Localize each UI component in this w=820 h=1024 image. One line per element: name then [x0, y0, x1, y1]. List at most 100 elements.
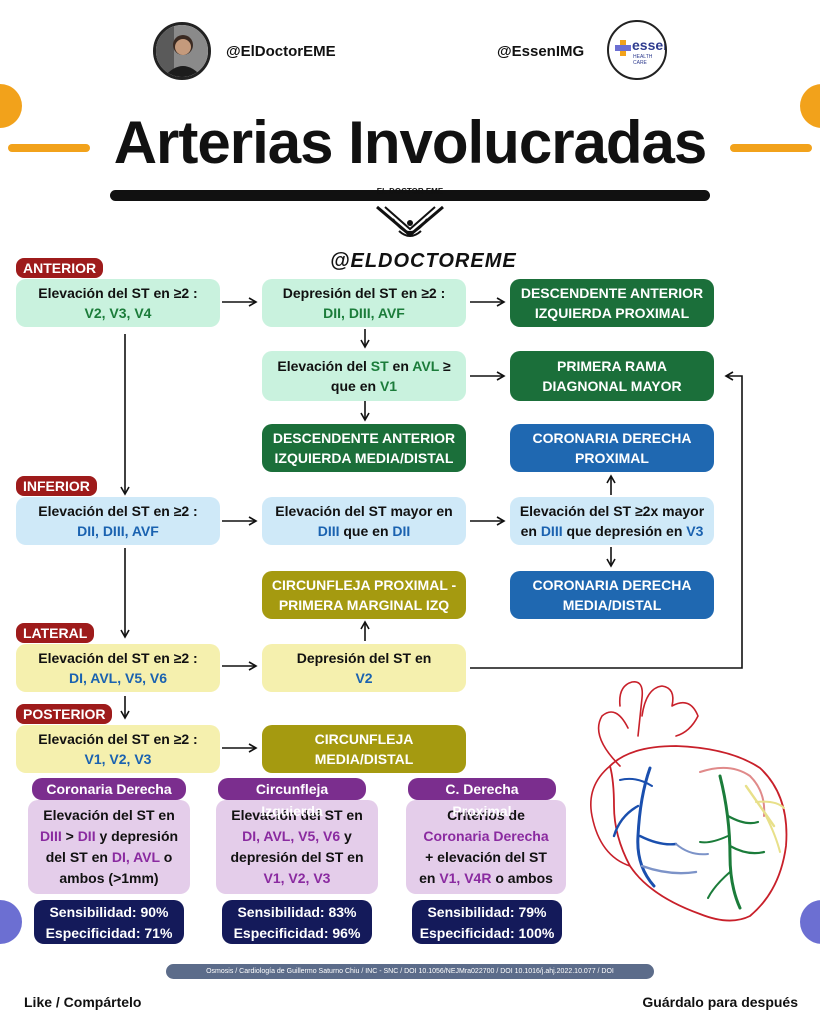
sensitivity: Sensibilidad: 83% — [237, 904, 357, 920]
box-line: Elevación del ST en ≥2 : — [38, 285, 198, 301]
tag-inferior: INFERIOR — [16, 476, 97, 496]
lead-list: V2, V3, V4 — [84, 305, 152, 321]
text: o — [159, 849, 173, 865]
criteria-card-circunfleja: Elevación del ST en DI, AVL, V5, V6 y de… — [216, 800, 378, 894]
lead-list: V1, V2, V3 — [84, 751, 152, 767]
essen-logo-text: essen — [632, 37, 665, 53]
text: o ambos — [491, 870, 553, 886]
inferior-criteria-box: Elevación del ST en ≥2 : DII, DIII, AVF — [16, 497, 220, 545]
box-line: CORONARIA DERECHA — [532, 430, 692, 446]
inferior-v3-box: Elevación del ST ≥2x mayor en DIII que d… — [510, 497, 714, 545]
box-line: Depresión del ST en ≥2 : — [282, 285, 446, 301]
box-line: PROXIMAL — [575, 450, 649, 466]
tag-lateral: LATERAL — [16, 623, 95, 643]
box-line: DIAGNONAL MAYOR — [542, 378, 682, 394]
anterior-criteria-box: Elevación del ST en ≥2 : V2, V3, V4 — [16, 279, 220, 327]
footer-left[interactable]: Like / Compártelo — [24, 994, 142, 1010]
text: V3 — [686, 523, 704, 539]
footer-right[interactable]: Guárdalo para después — [642, 994, 798, 1010]
lead-list: DII, DIII, AVF — [77, 523, 159, 539]
criteria-title-coronaria-derecha: Coronaria Derecha — [32, 778, 186, 800]
orange-circle-left — [0, 84, 22, 128]
handle-right[interactable]: @EssenIMG — [497, 43, 585, 60]
card-line: depresión del ST en — [230, 849, 364, 865]
inferior-diii-box: Elevación del ST mayor en DIII que en DI… — [262, 497, 466, 545]
criteria-card-coronaria-derecha: Elevación del ST en DIII > DII y depresi… — [28, 800, 190, 894]
anterior-avl-box: Elevación del ST en AVL ≥ que en V1 — [262, 351, 466, 401]
box-line: en DIII que depresión en V3 — [521, 521, 704, 541]
box-line: Elevación del ST en AVL ≥ — [277, 356, 450, 376]
text: ST — [370, 358, 389, 374]
posterior-criteria-box: Elevación del ST en ≥2 : V1, V2, V3 — [16, 725, 220, 773]
text: V1, V4R — [439, 870, 492, 886]
title-underline — [110, 190, 710, 201]
brand-emblem — [376, 205, 444, 237]
box-line: PRIMERA MARGINAL IZQ — [278, 597, 450, 613]
text: V1 — [379, 378, 398, 394]
sensitivity: Sensibilidad: 79% — [427, 904, 547, 920]
text: en — [520, 523, 541, 539]
result-cd-media-distal: CORONARIA DERECHA MEDIA/DISTAL — [510, 571, 714, 619]
criteria-title-cd-proximal: C. Derecha Proximal — [408, 778, 556, 819]
orange-line-right — [730, 144, 812, 152]
box-line: MEDIA/DISTAL — [314, 751, 414, 767]
avatar — [153, 22, 211, 80]
lead-list: DI, AVL, V5, V6 — [68, 670, 168, 686]
text: que depresión en — [562, 523, 687, 539]
text: DIII — [39, 828, 62, 844]
box-line: CIRCUNFLEJA PROXIMAL - — [271, 577, 457, 593]
lead-list: DII, DIII, AVF — [323, 305, 405, 321]
card-line: DI, AVL, V5, V6 y — [242, 826, 352, 847]
card-line: en V1, V4R o ambos — [419, 868, 553, 889]
text: Elevación del — [277, 358, 371, 374]
text: que en — [339, 523, 393, 539]
essen-logo-sub: HEALTH CARE — [633, 54, 653, 66]
text: DI, AVL — [111, 849, 160, 865]
anterior-depression-box: Depresión del ST en ≥2 : DII, DIII, AVF — [262, 279, 466, 327]
essen-cross-icon — [615, 40, 631, 56]
result-da-media-distal: DESCENDENTE ANTERIOR IZQUIERDA MEDIA/DIS… — [262, 424, 466, 472]
tag-anterior: ANTERIOR — [16, 258, 104, 278]
orange-circle-right — [800, 84, 820, 128]
card-line: Criterios de — [447, 805, 525, 826]
page-title: Arterias Involucradas — [113, 109, 708, 176]
stats-circunfleja: Sensibilidad: 83% Especificidad: 96% — [222, 900, 372, 944]
result-da-proximal: DESCENDENTE ANTERIOR IZQUIERDA PROXIMAL — [510, 279, 714, 327]
card-line: Elevación del ST en — [43, 807, 175, 823]
brand-handle: @ELDOCTOREME — [330, 250, 517, 272]
specificity: Especificidad: 100% — [419, 925, 555, 941]
card-line: del ST en DI, AVL o — [46, 847, 173, 868]
card-line: V1, V2, V3 — [263, 870, 331, 886]
text: del ST en — [45, 849, 112, 865]
text: DI, AVL, V5, V6 — [242, 828, 341, 844]
box-line: MEDIA/DISTAL — [562, 597, 662, 613]
handle-left[interactable]: @ElDoctorEME — [226, 43, 336, 60]
stats-cd-proximal: Sensibilidad: 79% Especificidad: 100% — [412, 900, 562, 944]
box-line: CORONARIA DERECHA — [532, 577, 692, 593]
box-line: DESCENDENTE ANTERIOR — [520, 285, 704, 301]
text: en — [388, 358, 413, 374]
box-line: Elevación del ST en ≥2 : — [38, 503, 198, 519]
box-line: que en V1 — [331, 376, 397, 396]
card-line: DIII > DII y depresión — [40, 826, 178, 847]
text: DII — [77, 828, 96, 844]
box-line: DIII que en DII — [318, 521, 411, 541]
text: que en — [330, 378, 380, 394]
text: DIII — [317, 523, 340, 539]
text: DIII — [540, 523, 563, 539]
box-line: Elevación del ST en ≥2 : — [38, 650, 198, 666]
box-line: IZQUIERDA PROXIMAL — [534, 305, 690, 321]
essen-logo: essen HEALTH CARE — [607, 20, 667, 80]
purple-circle-left — [0, 900, 22, 944]
sensitivity: Sensibilidad: 90% — [49, 904, 169, 920]
box-line: Elevación del ST mayor en — [275, 503, 453, 519]
card-line: Coronaria Derecha — [423, 828, 549, 844]
stats-coronaria-derecha: Sensibilidad: 90% Especificidad: 71% — [34, 900, 184, 944]
lateral-criteria-box: Elevación del ST en ≥2 : DI, AVL, V5, V6 — [16, 644, 220, 692]
text: DII — [392, 523, 411, 539]
text: AVL — [412, 358, 439, 374]
purple-circle-right — [800, 900, 820, 944]
references: Osmosis / Cardiología de Guillermo Satur… — [166, 964, 654, 990]
lead-list: V2 — [355, 670, 373, 686]
